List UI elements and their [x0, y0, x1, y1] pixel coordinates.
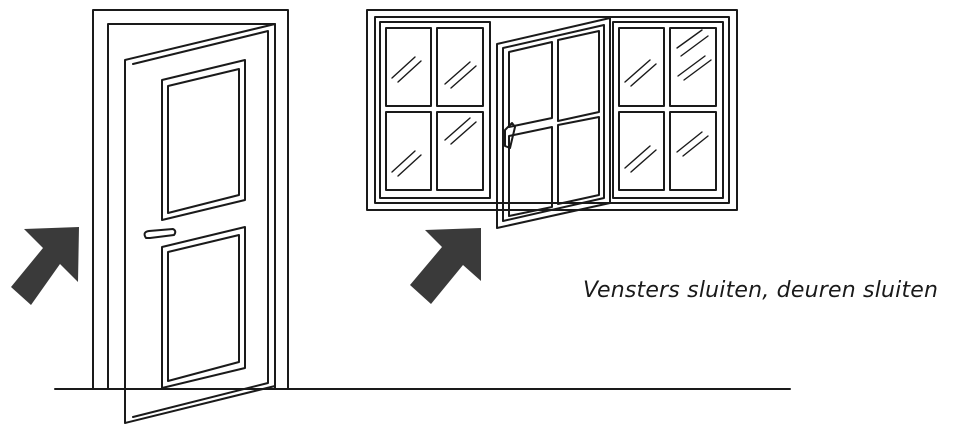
- door-leaf: [124, 23, 276, 424]
- door-upper-panel-inner: [167, 68, 240, 214]
- door-lower-panel-inner: [167, 234, 240, 382]
- door-leaf-edge: [132, 30, 269, 418]
- window-left-sash: [379, 21, 491, 199]
- arrow-door-icon: [11, 227, 79, 305]
- door-handle: [143, 228, 177, 239]
- door-upper-panel: [161, 59, 246, 221]
- window-handle: [504, 122, 516, 149]
- door-icon: [92, 9, 289, 424]
- door-frame: [92, 9, 289, 390]
- door-lower-panel: [161, 226, 246, 389]
- window-open-casement: [496, 17, 611, 229]
- window-icon: [366, 9, 738, 229]
- caption-text: Vensters sluiten, deuren sluiten: [583, 278, 939, 303]
- glass-reflections: [391, 29, 712, 177]
- window-right-sash: [612, 21, 724, 199]
- arrow-window-icon: [410, 228, 481, 304]
